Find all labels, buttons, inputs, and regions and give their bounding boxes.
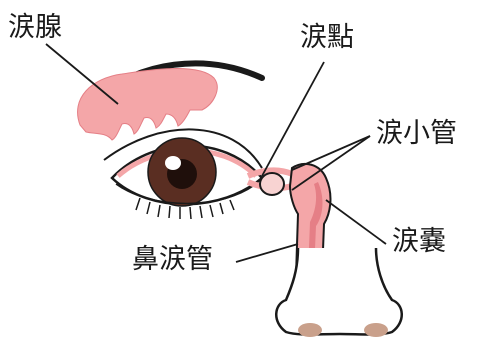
left-nostril xyxy=(298,323,322,337)
right-nostril xyxy=(364,323,388,337)
leader-nasolacrimal-duct xyxy=(236,244,298,262)
label-lacrimal-canaliculi: 涙小管 xyxy=(376,120,457,147)
leader-lacrimal-gland xyxy=(46,44,118,104)
label-nasolacrimal-duct: 鼻涙管 xyxy=(132,246,213,273)
lacrimal-punctum-shape xyxy=(260,173,284,195)
label-lacrimal-punctum: 涙點 xyxy=(300,24,354,51)
label-lacrimal-gland: 涙腺 xyxy=(8,14,62,41)
leader-lacrimal-sac xyxy=(326,200,386,244)
eye-highlight xyxy=(165,156,181,170)
label-lacrimal-sac: 涙嚢 xyxy=(392,228,446,255)
nose-outline xyxy=(276,248,402,335)
leader-lacrimal-punctum xyxy=(262,62,324,176)
leader-canaliculi-upper xyxy=(292,136,370,170)
